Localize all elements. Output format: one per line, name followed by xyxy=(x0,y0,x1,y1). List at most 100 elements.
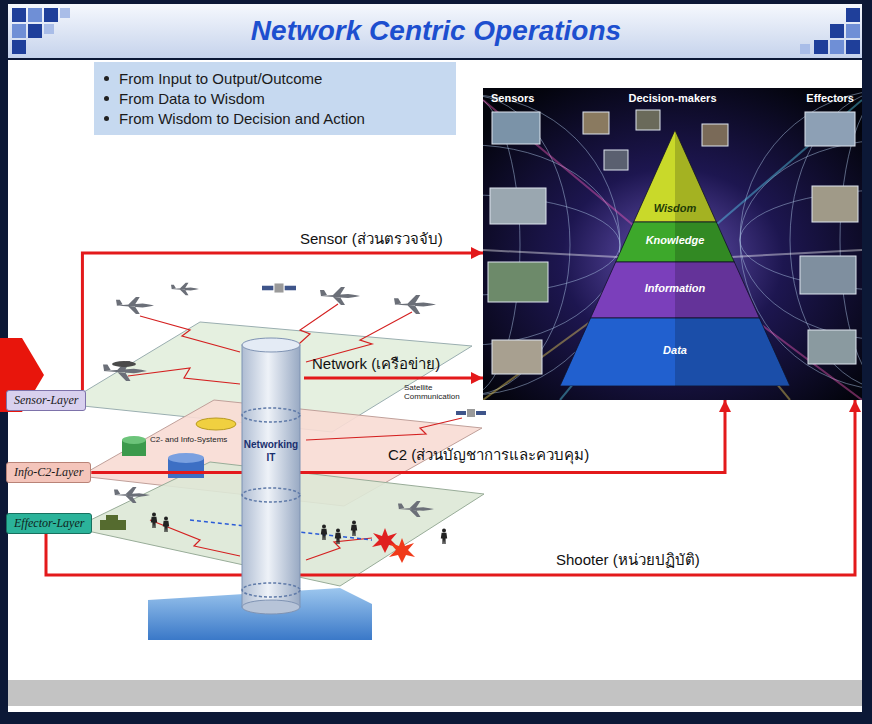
soldier xyxy=(151,512,157,528)
panel-heading: Effectors xyxy=(806,92,854,104)
sensor-photo xyxy=(492,112,540,144)
picture-ground xyxy=(483,88,862,400)
header-square xyxy=(12,24,26,38)
decision-photo xyxy=(583,112,609,134)
text-slot: Wisdom xyxy=(560,202,790,214)
tower-shape xyxy=(238,335,304,617)
pyramid: WisdomKnowledgeInformationData xyxy=(560,130,790,386)
bullet-dot xyxy=(104,116,109,121)
picture-panel: SensorsDecision-makersEffectorsWisdomKno… xyxy=(483,88,862,400)
panel-heading: Sensors xyxy=(491,92,534,104)
layer-tag: Info-C2-Layer xyxy=(6,462,91,483)
layer-name: Info-C2-Layer xyxy=(14,465,83,480)
soldier xyxy=(351,520,357,536)
header-square xyxy=(28,24,42,38)
tower-body xyxy=(242,345,300,607)
arrow-label: Shooter (หน่วยปฏิบัติ) xyxy=(556,551,700,569)
soldier xyxy=(321,524,327,540)
text-slot: Sensor (ส่วนตรวจจับ) xyxy=(300,230,443,248)
bullet-text: From Input to Output/Outcome xyxy=(119,70,322,87)
arrow-connector xyxy=(304,377,483,380)
header-rule xyxy=(8,58,862,60)
text-slot: Network (เครือข่าย) xyxy=(312,355,440,373)
soldier xyxy=(441,528,447,544)
header-square xyxy=(28,8,42,22)
slide-title: Network Centric Operations xyxy=(251,15,621,47)
bullet-item: From Wisdom to Decision and Action xyxy=(104,108,446,128)
sensor-photo xyxy=(490,188,546,224)
header-square xyxy=(846,8,860,22)
text-slot: Shooter (หน่วยปฏิบัติ) xyxy=(556,551,700,569)
uav xyxy=(320,287,360,305)
bullet-dot xyxy=(104,76,109,81)
header-square xyxy=(846,24,860,38)
pyramid-level: Knowledge xyxy=(560,234,790,246)
bullet-box: From Input to Output/OutcomeFrom Data to… xyxy=(94,62,456,135)
text-slot: Information xyxy=(560,282,790,294)
tank xyxy=(100,520,126,530)
effector-photo xyxy=(812,186,858,222)
arrow-label: C2 (ส่วนบัญชาการและควบคุม) xyxy=(388,446,589,464)
header-square xyxy=(830,40,844,54)
bullet-item: From Input to Output/Outcome xyxy=(104,68,446,88)
figure-note: Satellite Communication xyxy=(404,384,466,402)
header-square xyxy=(44,8,58,22)
text-slot: Decision-makers xyxy=(483,92,862,104)
text-slot: Sensors xyxy=(491,92,534,104)
fighter xyxy=(114,487,150,503)
bullet-dot xyxy=(104,96,109,101)
text-slot: Data xyxy=(560,344,790,356)
radio-link xyxy=(306,418,462,440)
text-slot: C2- and Info-Systems xyxy=(150,436,227,445)
satellite xyxy=(262,283,296,292)
bullet-text: From Data to Wisdom xyxy=(119,90,265,107)
pyramid-band xyxy=(560,318,790,386)
header-square xyxy=(44,24,54,34)
figure-note: C2- and Info-Systems xyxy=(150,436,227,445)
sensor-photo xyxy=(492,340,542,374)
header-band xyxy=(8,4,862,58)
tower-ring xyxy=(242,408,300,422)
tower-ring xyxy=(242,583,300,597)
radio-link xyxy=(128,368,240,384)
arrow-label: Network (เครือข่าย) xyxy=(312,355,440,373)
header-square xyxy=(814,40,828,54)
decision-photo xyxy=(604,150,628,170)
globe-grid xyxy=(790,90,862,390)
effector-photo xyxy=(805,112,855,146)
awacs xyxy=(103,361,147,381)
slide-ground xyxy=(8,60,862,712)
header-square xyxy=(846,40,860,54)
bullet-text: From Wisdom to Decision and Action xyxy=(119,110,365,127)
title-slot: Network Centric Operations xyxy=(80,4,792,58)
globe-grid xyxy=(740,140,862,340)
layer-name: Sensor-Layer xyxy=(14,393,78,408)
effector-photo xyxy=(800,256,856,294)
radar-disk xyxy=(112,361,136,367)
arrow-label: Sensor (ส่วนตรวจจับ) xyxy=(300,230,443,248)
fighter xyxy=(398,501,434,517)
decision-photo xyxy=(702,124,728,146)
sensor-photo xyxy=(488,262,548,302)
text-slot: Networking IT xyxy=(238,438,304,464)
network-tower: Networking IT xyxy=(238,335,304,617)
radio-link xyxy=(306,312,412,362)
effector-photo xyxy=(808,330,856,364)
explosion xyxy=(372,528,398,553)
header-square xyxy=(12,40,26,54)
pyramid-level: Information xyxy=(560,282,790,294)
header-square xyxy=(60,8,70,18)
soldier xyxy=(335,528,341,544)
pyramid-level: Data xyxy=(560,344,790,356)
pyramid-shade xyxy=(675,318,790,386)
globe-grid xyxy=(483,95,570,395)
fighter xyxy=(394,295,436,314)
aircraft xyxy=(171,283,199,296)
aircraft xyxy=(116,297,154,314)
satellite xyxy=(456,409,486,417)
layer-tag: Effector-Layer xyxy=(6,513,92,534)
tower-base xyxy=(242,600,300,614)
arrow-connector xyxy=(91,400,725,473)
footer-bar xyxy=(8,680,862,706)
